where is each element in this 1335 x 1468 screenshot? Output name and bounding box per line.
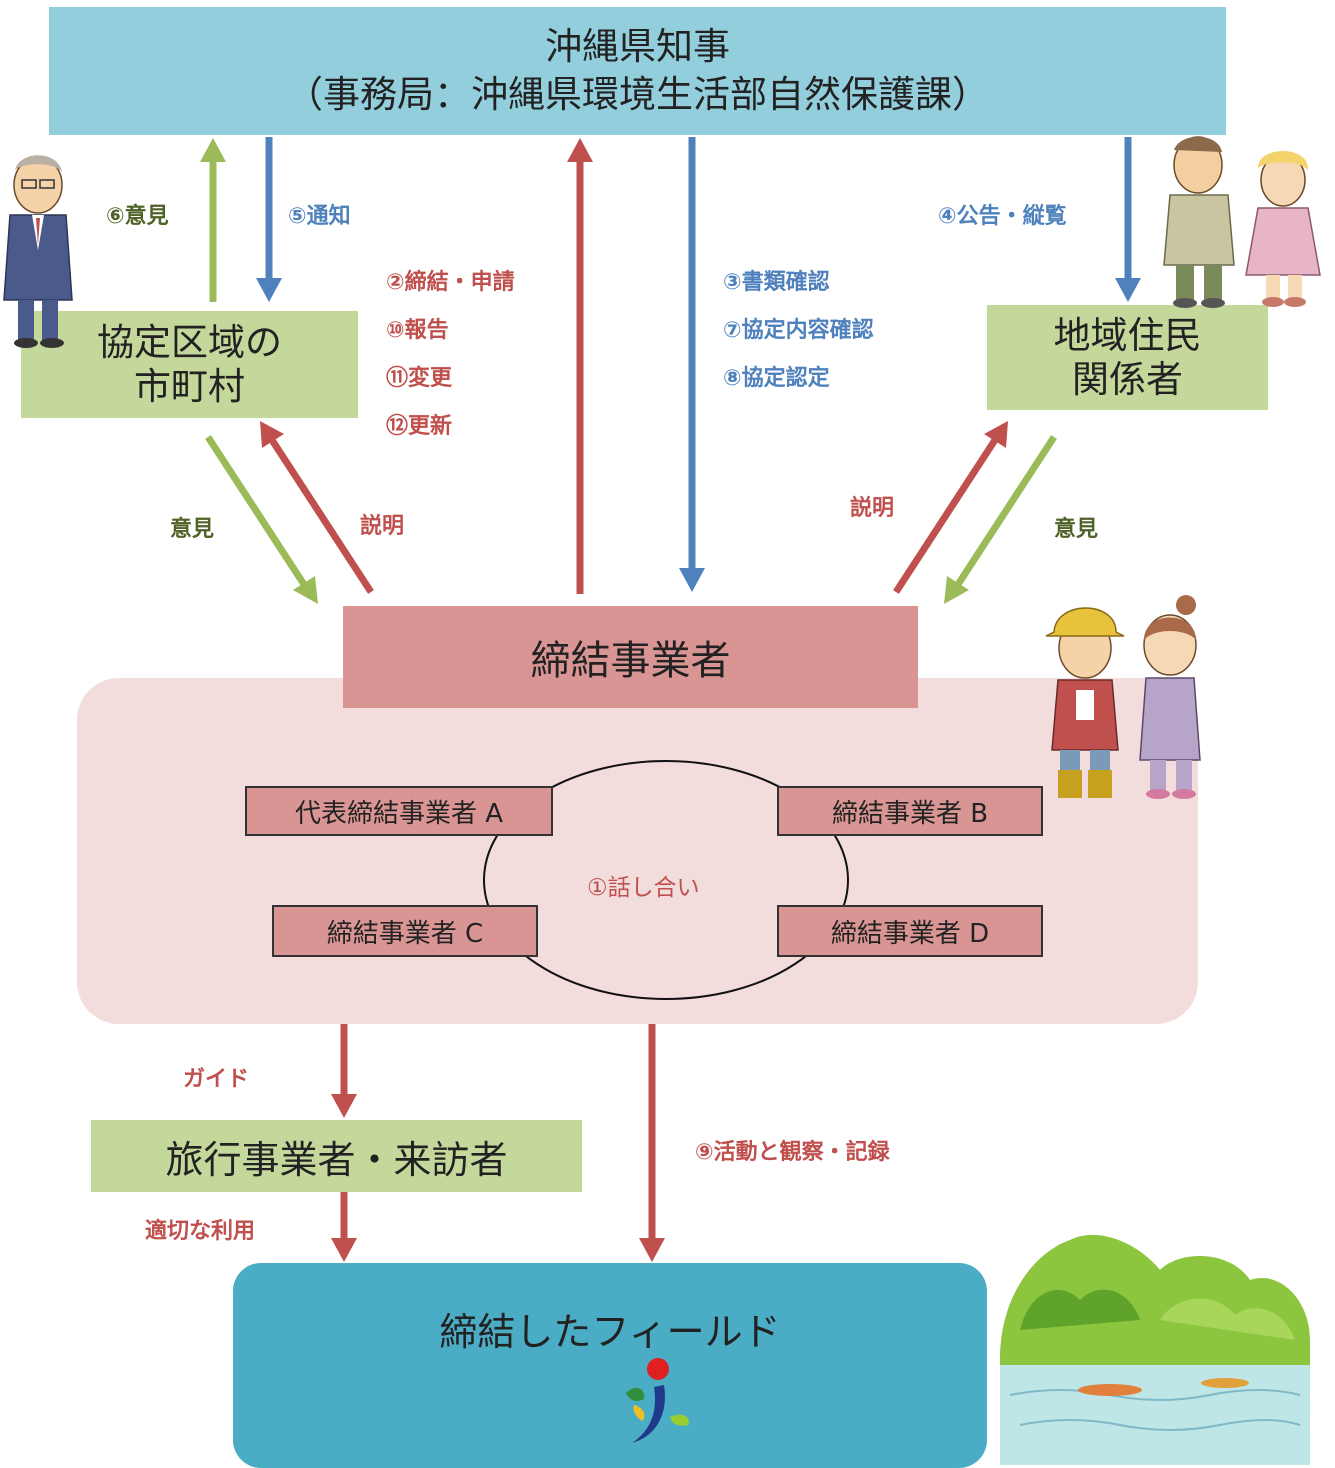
operator-b-box: 締結事業者 B: [777, 786, 1043, 836]
travel-visitors-box: 旅行事業者・来訪者: [91, 1120, 582, 1192]
municipality-box: 協定区域の 市町村: [21, 311, 358, 418]
arrow-opinion-left: [205, 435, 318, 604]
arrow-announce-4: [1115, 137, 1141, 302]
official-illustration: [3, 155, 73, 348]
residents-line1: 地域住民: [1053, 313, 1202, 357]
apply-label-1: ②締結・申請: [386, 270, 515, 295]
opinion-6-label: ⑥意見: [106, 204, 169, 229]
announce-4-label: ④公告・縦覧: [938, 204, 1067, 229]
arrow-explain-left: [260, 421, 374, 594]
notify-5-label: ⑤通知: [288, 204, 351, 229]
field-box: 締結したフィールド: [233, 1263, 987, 1468]
arrow-opinion-6: [200, 138, 226, 302]
residents-line2: 関係者: [1072, 357, 1183, 401]
operator-b-label: 締結事業者 B: [831, 798, 989, 829]
opinion-left-label: 意見: [170, 517, 215, 542]
field-label: 締結したフィールド: [439, 1310, 781, 1354]
discussion-label: ①話し合い: [587, 875, 700, 901]
municipality-line1: 協定区域の: [97, 320, 282, 364]
operator-d-label: 締結事業者 D: [830, 918, 990, 949]
proper-use-label: 適切な利用: [145, 1219, 256, 1244]
apply-label-4: ⑫更新: [386, 414, 453, 439]
governor-title: 沖縄県知事: [545, 25, 730, 68]
travel-label: 旅行事業者・来訪者: [165, 1137, 508, 1182]
arrow-apply-up: [567, 138, 593, 594]
discussion-ellipse: [483, 760, 849, 1000]
operator-a-box: 代表締結事業者 A: [245, 786, 553, 836]
explain-right-label: 説明: [850, 496, 895, 521]
apply-label-3: ⑪変更: [386, 366, 453, 391]
operator-d-box: 締結事業者 D: [777, 905, 1043, 957]
governor-box: 沖縄県知事 （事務局：沖縄県環境生活部自然保護課）: [49, 7, 1226, 135]
arrow-opinion-right: [944, 435, 1057, 604]
residents-box: 地域住民 関係者: [987, 305, 1268, 410]
explain-left-label: 説明: [360, 514, 405, 539]
operators-illustration: [1045, 595, 1201, 799]
arrow-notify-5: [256, 137, 282, 302]
arrow-activity-9: [639, 1024, 665, 1262]
activity-9-label: ⑨活動と観察・記録: [695, 1140, 890, 1165]
operator-c-box: 締結事業者 C: [272, 905, 538, 957]
apply-label-2: ⑩報告: [386, 318, 449, 343]
confirm-label-3: ⑧協定認定: [723, 366, 830, 391]
operators-group-background: [77, 678, 1198, 1024]
guide-label: ガイド: [183, 1067, 250, 1092]
governor-subtitle: （事務局：沖縄県環境生活部自然保護課）: [286, 73, 989, 116]
confirm-label-1: ③書類確認: [723, 270, 830, 295]
arrow-confirm-down: [679, 137, 705, 592]
municipality-line2: 市町村: [134, 364, 245, 408]
operator-main-box: 締結事業者: [343, 606, 918, 708]
apply-labels: ②締結・申請 ⑩報告 ⑪変更 ⑫更新: [386, 259, 515, 451]
confirm-label-2: ⑦協定内容確認: [723, 318, 874, 343]
arrow-proper-use: [331, 1192, 357, 1262]
mangrove-illustration: [1000, 1234, 1310, 1465]
confirm-labels: ③書類確認 ⑦協定内容確認 ⑧協定認定: [723, 259, 874, 403]
operator-a-label: 代表締結事業者 A: [294, 798, 504, 829]
operator-main-label: 締結事業者: [530, 638, 731, 684]
operator-c-label: 締結事業者 C: [326, 918, 484, 949]
residents-illustration: [1163, 136, 1321, 308]
arrow-explain-right: [893, 421, 1008, 594]
field-logo: [626, 1358, 689, 1443]
opinion-right-label: 意見: [1054, 517, 1099, 542]
arrow-guide: [331, 1024, 357, 1118]
